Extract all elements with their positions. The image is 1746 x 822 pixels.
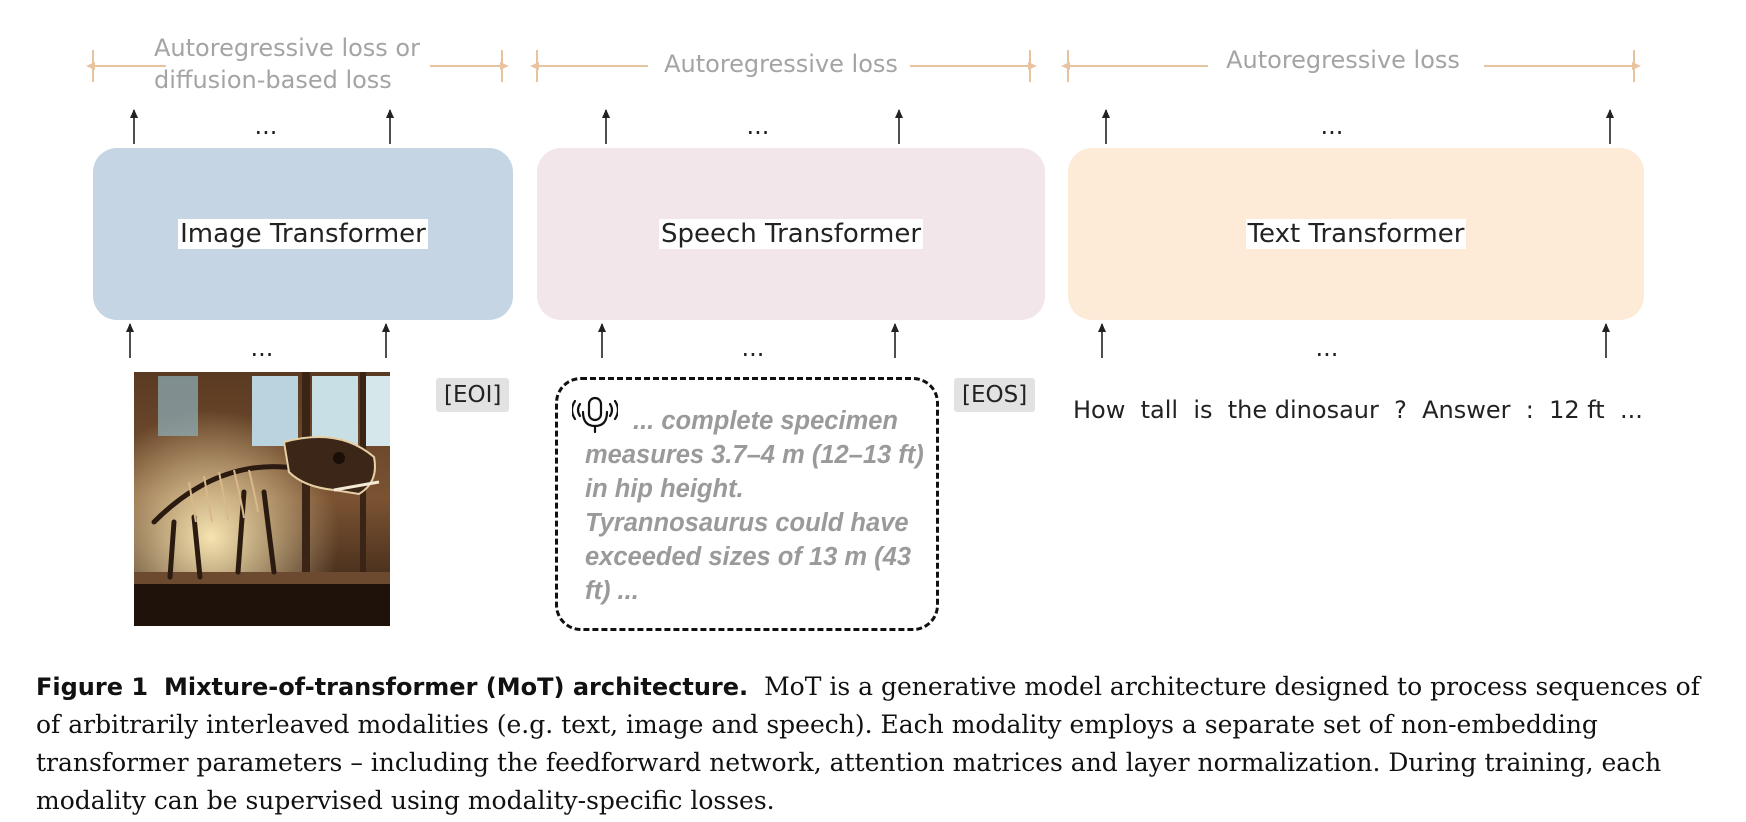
- top-dots-speech: ...: [746, 112, 770, 140]
- figure-label: Figure 1: [36, 673, 149, 701]
- top-dots-text: ...: [1320, 112, 1344, 140]
- bottom-dots-image: ...: [250, 334, 274, 362]
- figure-caption-body: MoT is a generative model architecture d…: [36, 672, 1700, 815]
- text-token-sequence: How tall is the dinosaur ? Answer : 12 f…: [1073, 396, 1643, 424]
- loss-label-image: Autoregressive loss or diffusion-based l…: [154, 34, 420, 94]
- figure-caption: Figure 1 Mixture-of-transformer (MoT) ar…: [36, 668, 1712, 820]
- loss-label-text: Autoregressive loss: [1226, 46, 1460, 74]
- eos-token: [EOS]: [954, 378, 1036, 412]
- bottom-dots-text: ...: [1315, 334, 1339, 362]
- top-dots-image: ...: [254, 112, 278, 140]
- text-transformer-label: Text Transformer: [1245, 219, 1467, 249]
- image-transformer-box: Image Transformer: [93, 148, 513, 320]
- dinosaur-skeleton-picture: [134, 372, 390, 626]
- speech-transformer-label: Speech Transformer: [658, 219, 924, 249]
- image-transformer-label: Image Transformer: [178, 219, 428, 249]
- text-transformer-box: Text Transformer: [1068, 148, 1644, 320]
- speech-transcript: ... complete specimen measures 3.7–4 m (…: [585, 407, 924, 605]
- speech-transformer-box: Speech Transformer: [537, 148, 1045, 320]
- eoi-token: [EOI]: [436, 378, 510, 412]
- figure-title: Mixture-of-transformer (MoT) architectur…: [163, 673, 749, 701]
- bottom-dots-speech: ...: [741, 334, 765, 362]
- dinosaur-image: [134, 372, 390, 626]
- loss-label-speech: Autoregressive loss: [664, 50, 898, 78]
- speech-input-box: [555, 377, 939, 631]
- microphone-icon: [572, 396, 618, 434]
